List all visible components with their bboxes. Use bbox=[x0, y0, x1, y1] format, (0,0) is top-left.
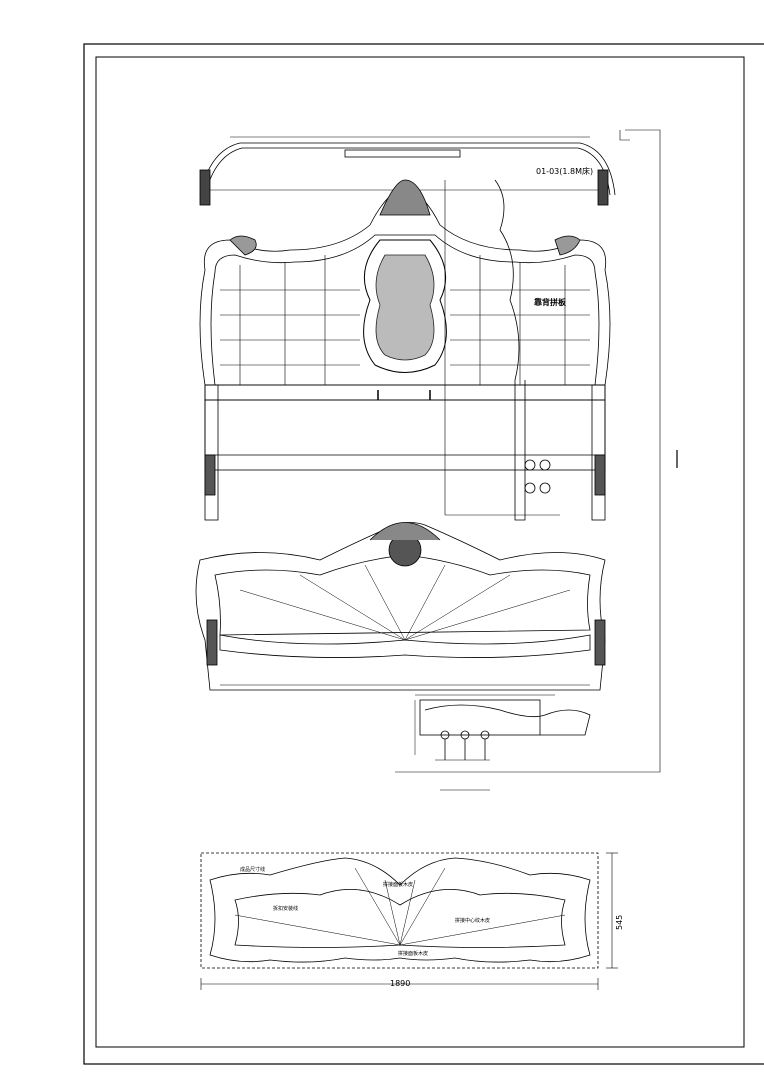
inner-frame bbox=[95, 56, 745, 1048]
height-dimension bbox=[395, 129, 678, 773]
plan-dimensions bbox=[200, 852, 618, 990]
width-dimension: 1890 bbox=[390, 979, 410, 988]
label-bottom-veneer: 拼接面板木皮 bbox=[398, 950, 428, 957]
rail-detail bbox=[414, 694, 591, 791]
footboard-elevation bbox=[195, 522, 606, 691]
headboard-note: 靠背拼板 bbox=[534, 297, 567, 307]
veneer-plan bbox=[200, 852, 599, 969]
label-install: 拆扣安装线 bbox=[273, 905, 298, 912]
height-dimension-label: 545 bbox=[615, 915, 624, 930]
outer-frame bbox=[83, 43, 764, 1065]
label-top-veneer: 拼接面板木皮 bbox=[383, 881, 413, 888]
model-label: 01-03(1.8M床) bbox=[536, 166, 593, 176]
label-side-veneer: 拼接中心纹木皮 bbox=[455, 917, 490, 924]
headboard-elevation bbox=[199, 179, 611, 521]
label-outline: 成品尺寸线 bbox=[240, 866, 265, 873]
